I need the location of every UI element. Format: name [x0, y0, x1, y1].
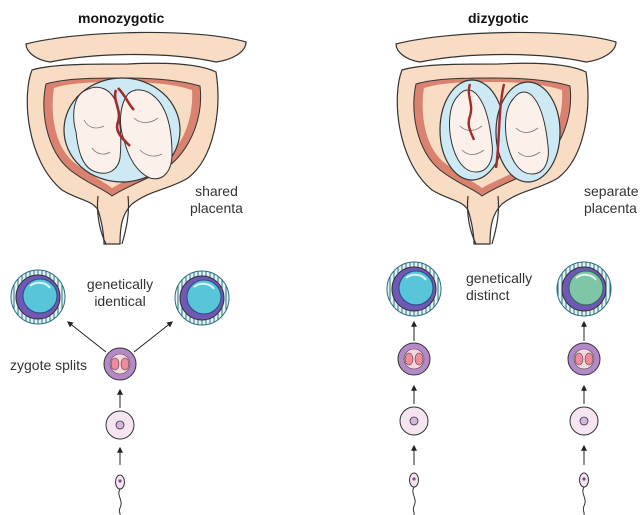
arrow-split-right	[133, 321, 173, 353]
uterus-dizygotic	[395, 31, 617, 245]
shared-placenta-label: shared placenta	[190, 183, 243, 216]
sperm-monozygotic	[115, 474, 125, 515]
sperm-dizygotic-2	[579, 472, 589, 515]
sperm-dizygotic-1	[409, 472, 419, 515]
blastocyst-left	[10, 269, 66, 325]
zygote-cell-2	[569, 406, 599, 436]
zygote-splits-label: zygote splits	[10, 357, 88, 373]
two-cell-embryo-1	[397, 342, 431, 376]
blastocyst-right	[174, 270, 230, 326]
separate-placenta-label: separate placenta	[584, 183, 639, 216]
two-cell-embryo-2	[567, 342, 601, 376]
zygote-cell-1	[399, 406, 429, 436]
blastocyst-dizygotic-2	[556, 261, 612, 317]
umbilical-cord-right	[494, 83, 506, 169]
fetus-right	[120, 89, 173, 180]
monozygotic-title: monozygotic	[78, 10, 165, 26]
dizygotic-title: dizygotic	[468, 10, 529, 26]
two-cell-embryo	[103, 347, 137, 381]
cervix	[466, 195, 500, 245]
umbilical-cord-shared	[113, 89, 131, 147]
umbilical-cord-left	[467, 83, 476, 141]
cervix	[96, 195, 130, 245]
blastocyst-dizygotic-1	[386, 261, 442, 317]
zygote-cell	[105, 410, 135, 440]
abdominal-wall	[25, 31, 247, 63]
arrow-split-left	[67, 321, 107, 353]
genetically-identical-label: genetically identical	[86, 276, 154, 309]
abdominal-wall	[395, 31, 617, 63]
uterus-monozygotic	[25, 31, 247, 245]
genetically-distinct-label: genetically distinct	[466, 270, 533, 303]
